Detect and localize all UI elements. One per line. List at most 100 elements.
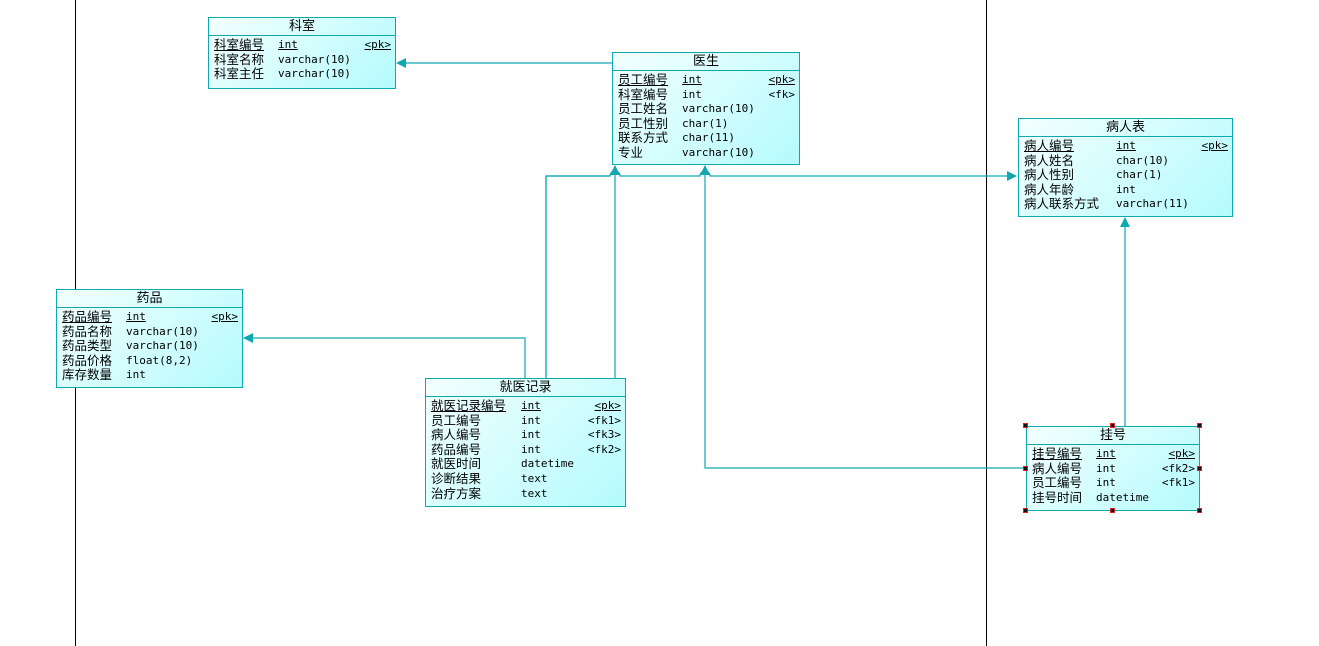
column-type: datetime: [1096, 490, 1149, 504]
column-type: char(11): [682, 131, 735, 145]
column-row[interactable]: 科室名称 varchar(10): [214, 51, 391, 68]
column-key: <pk>: [594, 399, 622, 412]
column-type: char(1): [1116, 168, 1163, 182]
selection-handle[interactable]: [1023, 423, 1028, 428]
column-name: 病人联系方式: [1024, 196, 1100, 212]
selection-handle[interactable]: [1023, 465, 1028, 471]
column-type: int: [1116, 182, 1136, 196]
column-name: 病人年龄: [1024, 181, 1075, 197]
selection-handle[interactable]: [1110, 423, 1115, 428]
reference-jiuyi-yaopin[interactable]: [243, 333, 526, 378]
column-row[interactable]: 就医时间 datetime: [431, 457, 621, 472]
column-type: int: [521, 413, 541, 427]
column-type: int: [682, 73, 702, 86]
column-row[interactable]: 科室编号 int <fk>: [618, 86, 796, 103]
column-row[interactable]: 病人联系方式 varchar(11): [1024, 197, 1228, 212]
column-name: 联系方式: [618, 130, 669, 146]
column-type: float(8,2): [126, 353, 193, 367]
column-type: varchar(10): [278, 67, 351, 81]
column-name: 治疗方案: [431, 485, 482, 501]
column-row[interactable]: 科室主任 varchar(10): [214, 67, 391, 82]
column-name: 科室编号: [214, 37, 265, 52]
column-type: varchar(11): [1116, 197, 1189, 211]
reference-guahao-yisheng[interactable]: [700, 165, 1026, 469]
reference-jiuyi-bingren[interactable]: [545, 175, 609, 378]
column-row[interactable]: 药品编号 int <pk>: [62, 309, 239, 325]
column-name: 药品名称: [62, 323, 113, 339]
selection-handle[interactable]: [1197, 508, 1202, 513]
column-name: 病人编号: [431, 427, 482, 443]
column-name: 就医时间: [431, 456, 482, 472]
table-title: 药品: [57, 290, 242, 308]
column-row[interactable]: 员工姓名 varchar(10): [618, 102, 795, 117]
column-type: int: [126, 310, 146, 323]
column-type: int: [521, 428, 541, 442]
column-row[interactable]: 员工编号 int <pk>: [618, 72, 796, 88]
column-row[interactable]: 病人编号 int <fk3>: [431, 428, 621, 443]
column-row[interactable]: 药品类型 varchar(10): [62, 339, 238, 354]
column-type: varchar(10): [278, 52, 351, 66]
column-name: 病人性别: [1024, 167, 1075, 183]
column-name: 诊断结果: [431, 470, 482, 486]
reference-jiuyi-bingren-path[interactable]: [545, 170, 1017, 378]
column-row[interactable]: 专业 varchar(10): [618, 144, 795, 161]
column-type: int: [126, 368, 146, 382]
column-key: <pk>: [211, 310, 239, 323]
table-title: 医生: [613, 53, 799, 71]
column-name: 病人编号: [1024, 138, 1075, 153]
column-key: <fk3>: [587, 428, 621, 442]
column-name: 药品编号: [431, 441, 482, 457]
column-type: varchar(10): [682, 102, 755, 116]
selection-handle[interactable]: [1110, 508, 1115, 513]
column-type: int: [682, 87, 702, 101]
column-type: int: [1096, 461, 1116, 475]
column-key: <pk>: [768, 73, 796, 86]
column-name: 员工编号: [618, 72, 669, 87]
column-name: 药品类型: [62, 338, 113, 354]
column-name: 药品编号: [62, 309, 113, 324]
column-row[interactable]: 联系方式 char(11): [618, 131, 795, 146]
column-type: int: [1096, 476, 1116, 490]
column-type: varchar(10): [682, 145, 755, 159]
column-type: datetime: [521, 457, 574, 471]
selection-handle[interactable]: [1197, 423, 1202, 428]
column-type: varchar(10): [126, 339, 199, 353]
column-name: 科室名称: [214, 51, 265, 67]
column-row[interactable]: 诊断结果 text: [431, 470, 621, 487]
column-key: <fk2>: [1161, 461, 1195, 475]
column-name: 挂号编号: [1032, 446, 1083, 461]
column-name: 科室编号: [618, 86, 669, 102]
column-key: <fk>: [768, 87, 796, 101]
column-row[interactable]: 病人性别 char(1): [1024, 168, 1228, 183]
column-name: 专业: [618, 144, 644, 160]
column-row[interactable]: 病人年龄 int: [1024, 181, 1228, 198]
selection-handle[interactable]: [1197, 465, 1202, 471]
column-type: text: [521, 471, 548, 485]
column-name: 员工姓名: [618, 101, 669, 117]
selection-handle[interactable]: [1023, 508, 1028, 513]
column-name: 科室主任: [214, 66, 265, 82]
column-type: int: [1116, 139, 1136, 152]
